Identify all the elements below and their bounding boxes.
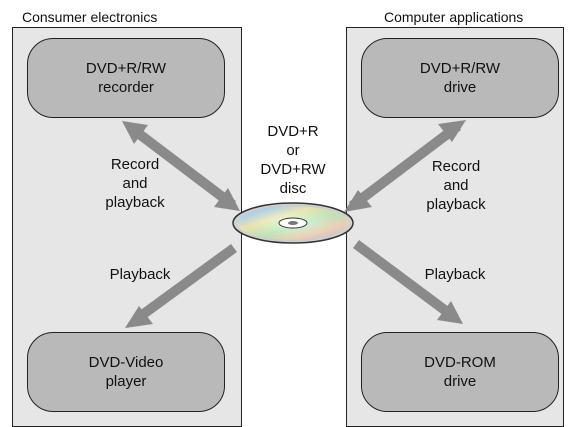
dvd-rom-drive-box: DVD-ROM drive xyxy=(361,332,559,412)
left-record-label: Record xyxy=(110,156,160,173)
left-bottom-playback-label: Playback xyxy=(100,265,180,284)
dvd-video-player-label-line1: DVD-Video xyxy=(88,354,164,371)
disc-label-line4: disc xyxy=(279,180,307,197)
right-record-label: Record xyxy=(431,158,481,175)
right-panel-title: Computer applications xyxy=(384,9,524,25)
dvd-video-player-label-line2: player xyxy=(105,373,147,390)
dvd-drive-box: DVD+R/RW drive xyxy=(361,38,559,118)
left-panel-title: Consumer electronics xyxy=(22,9,158,25)
dvd-rom-drive-label-line2: drive xyxy=(443,373,477,390)
right-bottom-playback-text: Playback xyxy=(424,266,486,283)
disc-label-line3: DVD+RW xyxy=(260,161,326,178)
disc-label-line2: or xyxy=(286,142,300,159)
left-playback-label: playback xyxy=(105,194,165,211)
dvd-rom-drive-label-line1: DVD-ROM xyxy=(424,354,496,371)
dvd-video-player-box: DVD-Video player xyxy=(27,332,225,412)
dvd-recorder-box: DVD+R/RW recorder xyxy=(27,38,225,118)
left-record-playback-label: Record and playback xyxy=(90,155,180,212)
disc-label: DVD+R or DVD+RW disc xyxy=(257,122,329,198)
dvd-drive-label-line1: DVD+R/RW xyxy=(419,60,501,77)
dvd-recorder-label-line1: DVD+R/RW xyxy=(85,60,167,77)
right-bottom-playback-label: Playback xyxy=(415,265,495,284)
right-and-label: and xyxy=(443,177,469,194)
right-playback-label: playback xyxy=(426,196,486,213)
optical-disc-icon xyxy=(232,202,354,244)
right-record-playback-label: Record and playback xyxy=(411,157,501,214)
left-and-label: and xyxy=(122,175,148,192)
disc-label-line1: DVD+R xyxy=(267,123,319,140)
dvd-drive-label-line2: drive xyxy=(443,79,477,96)
dvd-recorder-label-line2: recorder xyxy=(98,79,154,96)
left-bottom-playback-text: Playback xyxy=(109,266,171,283)
